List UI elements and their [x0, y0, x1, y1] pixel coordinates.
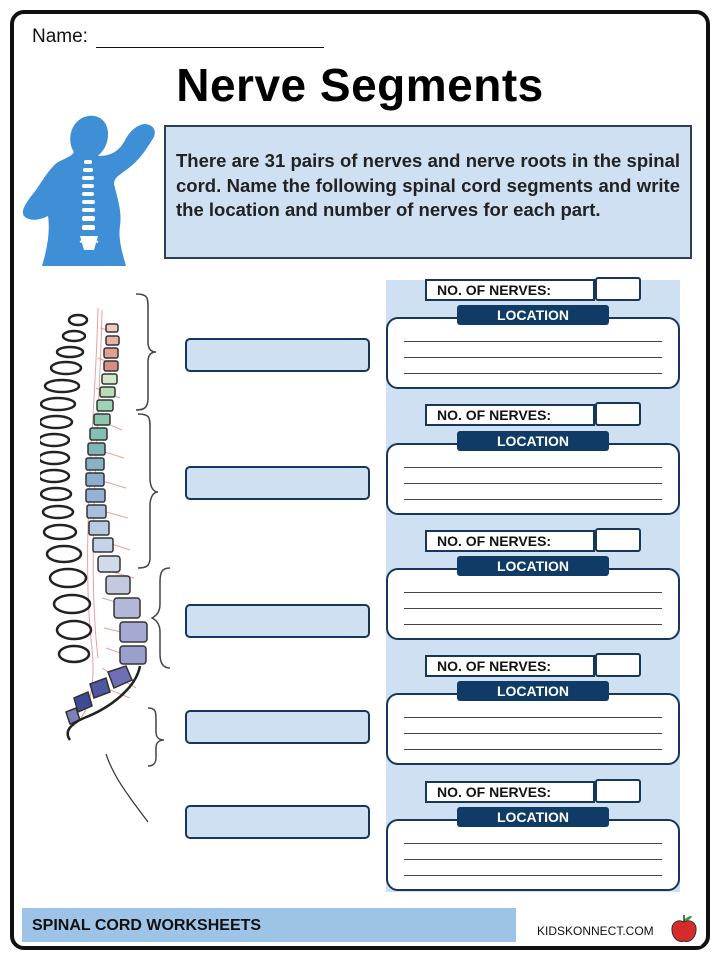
human-back-pain-icon [22, 115, 155, 266]
location-label: LOCATION [457, 305, 609, 325]
spine-diagram [40, 293, 170, 823]
intro-panel: There are 31 pairs of nerves and nerve r… [164, 125, 692, 259]
name-row: Name: [32, 26, 324, 48]
nerves-label: NO. OF NERVES: [425, 781, 595, 803]
segment-answer-box[interactable] [185, 604, 370, 638]
location-label: LOCATION [457, 431, 609, 451]
segment-answer-box[interactable] [185, 466, 370, 500]
nerves-count-box[interactable] [595, 402, 641, 426]
location-label: LOCATION [457, 556, 609, 576]
nerves-label: NO. OF NERVES: [425, 530, 595, 552]
location-box[interactable] [386, 819, 680, 891]
site-name: KIDSKONNECT.COM [537, 924, 654, 938]
location-box[interactable] [386, 443, 680, 515]
segment-answer-box[interactable] [185, 338, 370, 372]
location-label: LOCATION [457, 681, 609, 701]
nerves-label: NO. OF NERVES: [425, 279, 595, 301]
nerves-count-box[interactable] [595, 653, 641, 677]
nerves-count-box[interactable] [595, 528, 641, 552]
location-label: LOCATION [457, 807, 609, 827]
nerves-label: NO. OF NERVES: [425, 655, 595, 677]
segment-answer-box[interactable] [185, 710, 370, 744]
name-field[interactable] [95, 27, 324, 48]
location-box[interactable] [386, 568, 680, 640]
nerves-label: NO. OF NERVES: [425, 404, 595, 426]
footer-bar [22, 908, 516, 942]
page-title: Nerve Segments [176, 59, 544, 111]
location-box[interactable] [386, 317, 680, 389]
name-label: Name: [32, 26, 88, 47]
nerves-count-box[interactable] [595, 277, 641, 301]
nerves-count-box[interactable] [595, 779, 641, 803]
location-box[interactable] [386, 693, 680, 765]
apple-logo-icon [666, 910, 702, 946]
segment-answer-box[interactable] [185, 805, 370, 839]
footer-title: SPINAL CORD WORKSHEETS [32, 917, 262, 934]
